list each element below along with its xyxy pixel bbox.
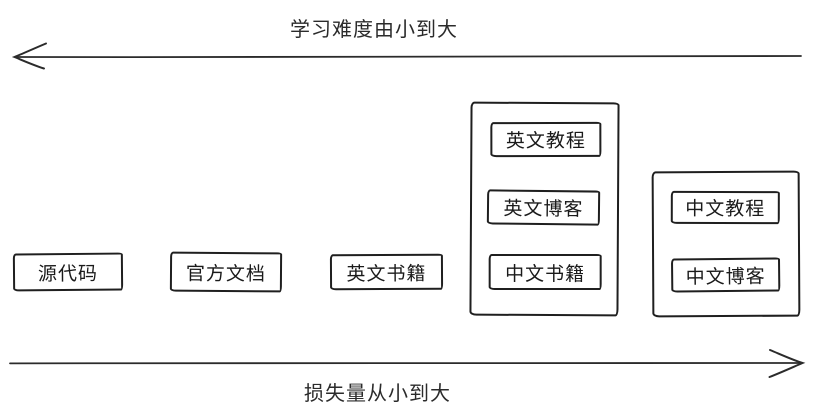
node-english-books: 英文书籍 bbox=[329, 253, 444, 291]
node-official-docs: 官方文档 bbox=[169, 251, 283, 293]
top-axis-label: 学习难度由小到大 bbox=[290, 19, 458, 41]
node-source-code: 源代码 bbox=[12, 252, 124, 292]
node-english-blogs: 英文博客 bbox=[486, 189, 601, 226]
group-box-1: 英文教程 英文博客 中文书籍 bbox=[469, 101, 620, 317]
node-chinese-blogs: 中文博客 bbox=[670, 257, 781, 293]
arrow-right-icon bbox=[9, 349, 806, 378]
bottom-axis-label: 损失量从小到大 bbox=[304, 383, 451, 405]
node-chinese-books: 中文书籍 bbox=[488, 254, 602, 291]
group-box-2: 中文教程 中文博客 bbox=[651, 170, 801, 318]
node-english-tutorials: 英文教程 bbox=[490, 121, 602, 158]
arrow-left-icon bbox=[11, 42, 802, 70]
node-chinese-tutorials: 中文教程 bbox=[670, 190, 780, 225]
